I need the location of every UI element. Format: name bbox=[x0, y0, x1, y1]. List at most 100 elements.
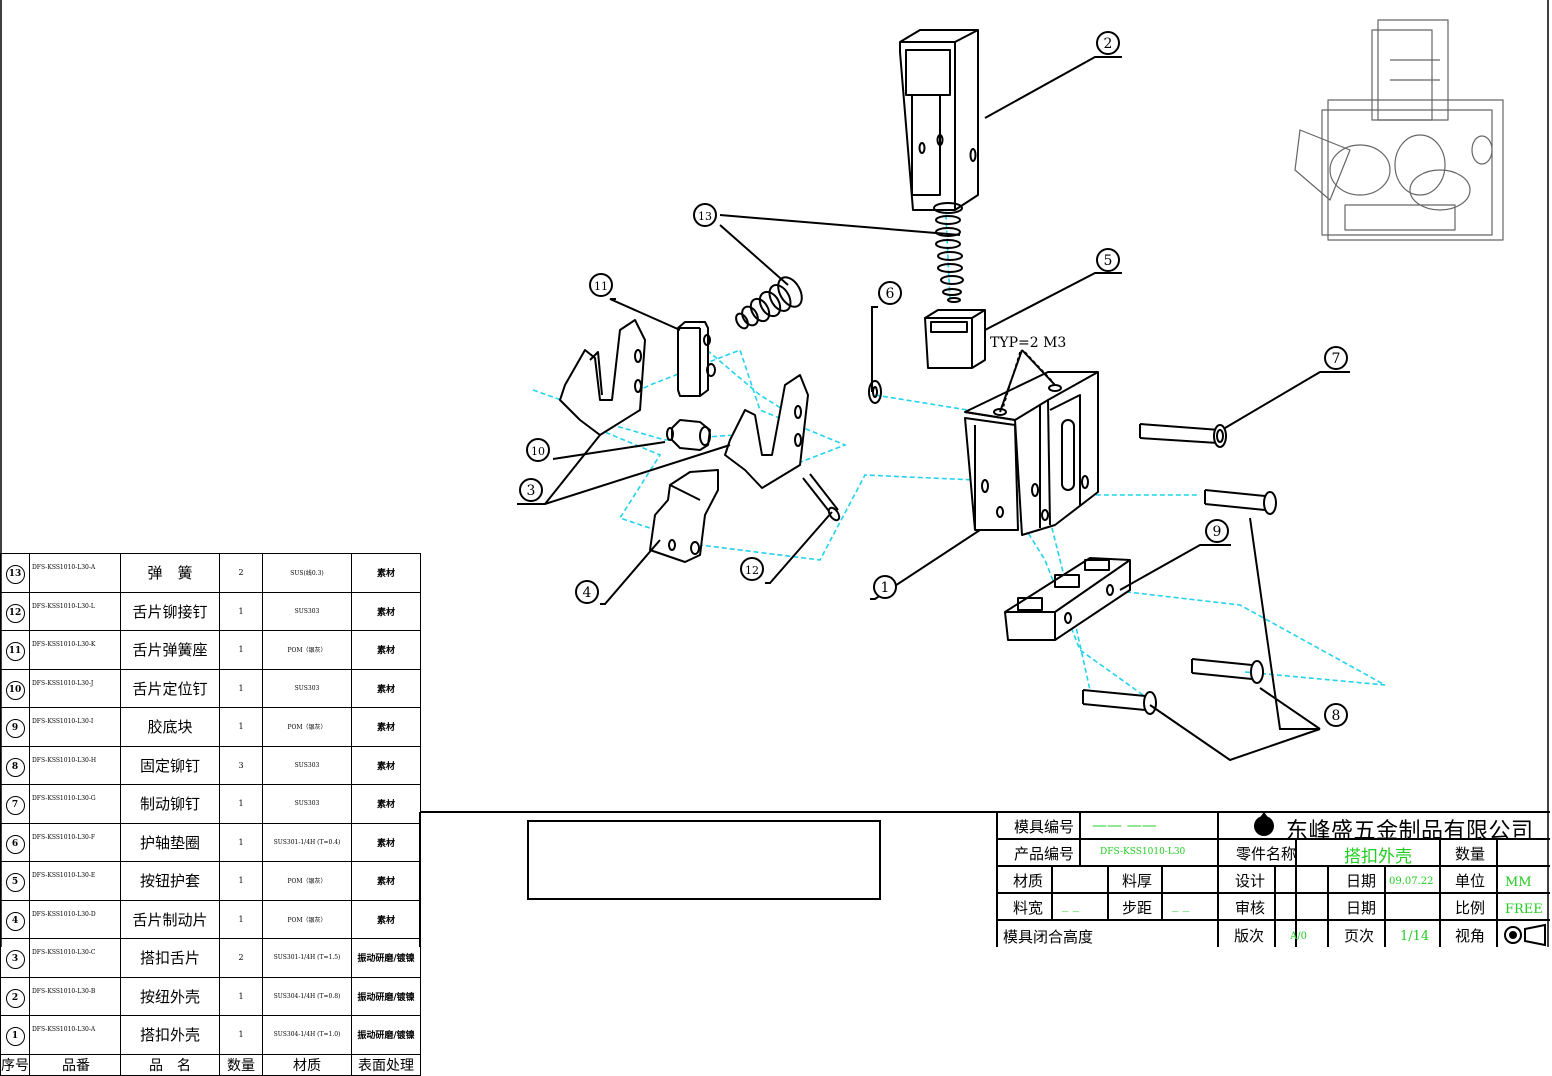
bom-row-code: DFS-KSS1010-L30-A bbox=[29, 553, 121, 593]
bom-row-qty: 1 bbox=[219, 976, 263, 1016]
callout-4: 4 bbox=[583, 585, 592, 601]
bom-row-surface: 素材 bbox=[351, 591, 421, 631]
bom-row-name: 弹 簧 bbox=[120, 553, 220, 593]
date-label: 日期 bbox=[1346, 872, 1377, 890]
bom-row-surface: 素材 bbox=[351, 861, 421, 901]
header-qty: 数量 bbox=[219, 1053, 263, 1076]
bom-row-name: 舌片定位钉 bbox=[120, 668, 220, 708]
view-label: 视角 bbox=[1455, 927, 1486, 945]
bom-row-no: 9 bbox=[5, 719, 25, 739]
leader-dashes bbox=[1002, 351, 1054, 409]
header-code: 品番 bbox=[29, 1053, 121, 1076]
bom-row-material: POM（银灰） bbox=[262, 899, 352, 939]
bom-row-qty: 1 bbox=[219, 899, 263, 939]
step-label: 步距 bbox=[1122, 899, 1153, 917]
product-no-label: 产品编号 bbox=[1014, 845, 1075, 863]
isometric-preview bbox=[1294, 19, 1504, 241]
bom-row-surface: 素材 bbox=[351, 745, 421, 785]
bom-row-qty: 1 bbox=[219, 784, 263, 824]
projection-icon bbox=[1504, 923, 1546, 947]
part-3-latch-tongues bbox=[559, 319, 809, 489]
unit-label: 单位 bbox=[1455, 872, 1486, 890]
date2-label: 日期 bbox=[1346, 899, 1377, 917]
bom-row-no: 7 bbox=[5, 796, 25, 816]
bom-row-code: DFS-KSS1010-L30-C bbox=[29, 938, 121, 978]
bom-row-qty: 1 bbox=[219, 630, 263, 670]
bom-row-name: 舌片弹簧座 bbox=[120, 630, 220, 670]
bom-row-surface: 素材 bbox=[351, 822, 421, 862]
bom-row-name: 按钮护套 bbox=[120, 861, 220, 901]
header-name: 品 名 bbox=[120, 1053, 220, 1076]
bom-row-no: 5 bbox=[5, 873, 25, 893]
bom-row-surface: 素材 bbox=[351, 553, 421, 593]
scale-value: FREE bbox=[1505, 902, 1543, 917]
material-label: 材质 bbox=[1013, 872, 1044, 890]
width-value: _ _ bbox=[1062, 898, 1080, 913]
callout-8: 8 bbox=[1332, 708, 1341, 724]
bom-row-code: DFS-KSS1010-L30-F bbox=[29, 822, 121, 862]
page-value: 1/14 bbox=[1400, 929, 1430, 944]
design-label: 设计 bbox=[1235, 872, 1266, 890]
company-logo bbox=[1254, 812, 1274, 836]
unit-value: MM bbox=[1505, 875, 1532, 890]
assembly-paths bbox=[532, 144, 1386, 701]
bom-row-name: 舌片铆接钉 bbox=[120, 591, 220, 631]
callout-9: 9 bbox=[1213, 524, 1222, 540]
part-7-brake-rivet bbox=[1139, 423, 1227, 448]
part-12-rivet bbox=[802, 473, 841, 522]
bom-row-name: 固定铆钉 bbox=[120, 745, 220, 785]
bom-row-material: SUS301-1/4H (T=0.4) bbox=[262, 822, 352, 862]
part-8-fixed-rivets bbox=[1082, 489, 1277, 715]
bom-row-no: 1 bbox=[5, 1027, 25, 1047]
part-9-base-block bbox=[1004, 557, 1131, 641]
bom-row-material: SUS301-1/4H (T=1.5) bbox=[262, 938, 352, 978]
mold-no-value: —— —— bbox=[1092, 816, 1157, 834]
bom-row-no: 11 bbox=[5, 642, 25, 662]
width-label: 料宽 bbox=[1013, 899, 1044, 917]
review-label: 审核 bbox=[1235, 899, 1266, 917]
bom-row-code: DFS-KSS1010-L30-E bbox=[29, 861, 121, 901]
callout-5: 5 bbox=[1104, 253, 1113, 269]
callout-3: 3 bbox=[527, 483, 536, 499]
bom-row-material: SUS303 bbox=[262, 784, 352, 824]
scale-label: 比例 bbox=[1455, 899, 1486, 917]
title-block-frame bbox=[419, 811, 1550, 947]
bom-row-code: DFS-KSS1010-L30-B bbox=[29, 976, 121, 1016]
header-surface: 表面处理 bbox=[351, 1053, 421, 1076]
bom-row-code: DFS-KSS1010-L30-H bbox=[29, 745, 121, 785]
bom-row-surface: 素材 bbox=[351, 707, 421, 747]
bom-row-surface: 振动研磨/镀镍 bbox=[351, 1015, 421, 1055]
bom-row-material: SUS304-1/4H (T=0.8) bbox=[262, 976, 352, 1016]
bom-row-qty: 1 bbox=[219, 591, 263, 631]
part-11-spring-seat bbox=[677, 321, 716, 397]
bom-row-qty: 3 bbox=[219, 745, 263, 785]
bom-row-material: SUS303 bbox=[262, 591, 352, 631]
thread-annotation: TYP=2 M3 bbox=[990, 335, 1066, 351]
bom-row-code: DFS-KSS1010-L30-K bbox=[29, 630, 121, 670]
qty-label: 数量 bbox=[1455, 845, 1486, 863]
part-10-locating-pin bbox=[666, 419, 711, 451]
bom-row-no: 4 bbox=[5, 911, 25, 931]
bom-row-code: DFS-KSS1010-L30-D bbox=[29, 899, 121, 939]
closing-height-label: 模具闭合高度 bbox=[1003, 928, 1094, 946]
bom-row-no: 6 bbox=[5, 834, 25, 854]
bom-row-name: 搭扣外壳 bbox=[120, 1015, 220, 1055]
bom-row-qty: 1 bbox=[219, 861, 263, 901]
bom-row-name: 按纽外壳 bbox=[120, 976, 220, 1016]
bom-row-name: 舌片制动片 bbox=[120, 899, 220, 939]
exploded-assembly-drawing: 1 2 3 4 5 6 7 8 9 10 11 12 13 TYP=2 M3 bbox=[0, 0, 1550, 947]
callout-10: 10 bbox=[531, 445, 545, 458]
part-13-spring-angled bbox=[735, 276, 803, 330]
bom-row-code: DFS-KSS1010-L30-I bbox=[29, 707, 121, 747]
bom-row-material: SUS303 bbox=[262, 668, 352, 708]
bom-row-code: DFS-KSS1010-L30-L bbox=[29, 591, 121, 631]
thickness-label: 料厚 bbox=[1122, 872, 1153, 890]
